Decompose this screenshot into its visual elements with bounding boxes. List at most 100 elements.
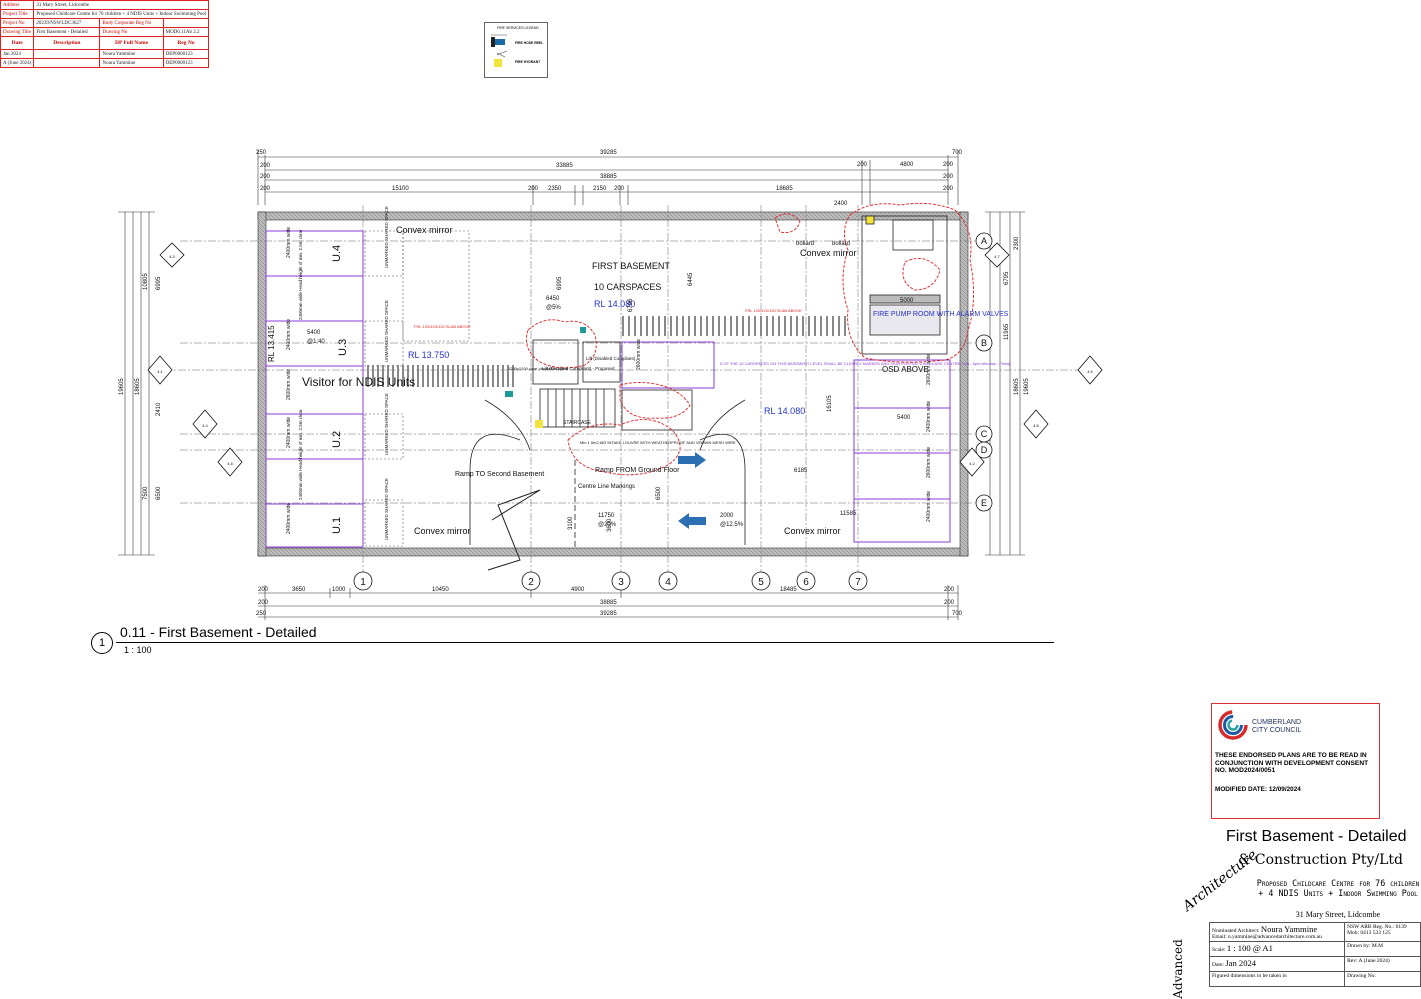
grid-bubbles-rows [975, 232, 993, 512]
fire-hose-reel-icon [580, 327, 586, 333]
parking-bay [265, 230, 364, 277]
section-marker [147, 355, 173, 385]
dim-text: 19605 [119, 378, 125, 395]
side-dimension-lines [118, 211, 1025, 556]
grid-label: 2 [528, 577, 534, 588]
council-name-line: CITY COUNCIL [1252, 727, 1302, 734]
section-marker [959, 447, 985, 477]
grid-label: 6 [803, 577, 809, 588]
dim-text: 200 [260, 174, 271, 180]
bay-width-label: 2600mm wide [286, 369, 292, 400]
drawn-by-cell: Drawn by: M.M [1344, 941, 1421, 957]
council-name: CUMBERLAND CITY COUNCIL [1252, 719, 1301, 735]
scale-value: 1 : 100 @ A1 [1226, 943, 1273, 953]
centre-line-label: Centre Line Markings [578, 484, 635, 490]
dim-text: 7500 [143, 486, 149, 500]
fire-hydrant-icon [865, 215, 875, 225]
bay-width-label: 2400mm wide [926, 491, 932, 522]
unit-label: U.2 [331, 431, 343, 448]
bollard-label: bollard [832, 241, 850, 247]
drawing-no-cell: Drawing No: [1344, 971, 1421, 987]
date-cell: Date: Jan 2024 [1208, 956, 1346, 972]
table-row: A (June 2024) Noura Yammine DEP0000123 [0, 58, 210, 68]
side-dimension-text: 19605 18605 10805 7500 6995 6500 2410 19… [119, 236, 1030, 500]
dim-text: 6500 [656, 486, 662, 500]
grid-row-labels: A B C D E [981, 236, 988, 508]
section-label: 4.1 [157, 369, 163, 374]
dim-text: 200 [944, 600, 955, 606]
arb-reg: NSW ARB Reg. No.: 6139 [1347, 924, 1407, 930]
section-label: 4.2 [969, 461, 975, 466]
dim-text: 18685 [776, 186, 793, 192]
section-marker [217, 447, 243, 477]
grid-label: 7 [855, 577, 861, 588]
grid-label: C [981, 429, 988, 439]
services-room [621, 389, 693, 431]
rl-label: RL 13.750 [408, 350, 449, 360]
dim-text: 200 [528, 186, 539, 192]
dim-text: 700 [952, 611, 963, 617]
basement-walls [257, 211, 969, 557]
legend-label-hydrant: FIRE HYDRANT [515, 60, 541, 64]
view-title: 0.11 - First Basement - Detailed [120, 624, 317, 640]
dim-text: 6995 [557, 276, 563, 290]
dim-text: 4800 [900, 162, 914, 168]
view-scale: 1 : 100 [124, 645, 152, 655]
head-height-label: 2400mm wide Head height of min. 2.5m cle… [298, 229, 303, 320]
parking-bay [853, 452, 951, 500]
fire-hose-reel-icon [505, 391, 513, 397]
direction-arrow-icon [678, 452, 706, 468]
dim-text: 33885 [556, 163, 573, 169]
parking-bay [853, 498, 951, 543]
dim-text: 5000 [900, 298, 914, 304]
section-markers [147, 242, 1103, 477]
fire-hose-reels [505, 327, 586, 397]
cumberland-logo-icon [1218, 710, 1248, 740]
scale-label: Scale: [1212, 947, 1226, 953]
dim-text: 19605 [1024, 378, 1030, 395]
ramp-edge [699, 399, 746, 451]
dim-text: 6796 [628, 298, 634, 312]
staircase-label: STAIRCASE [563, 420, 592, 426]
bay-width-label: 2600mm wide [926, 354, 932, 385]
unit-label: U.3 [337, 339, 349, 356]
dim-text: 11585 [840, 511, 857, 517]
grid-bubble [611, 571, 631, 591]
dim-text: 38885 [600, 174, 617, 180]
dim-text: 11965 [1004, 323, 1010, 340]
section-marker-labels: 4.3 4.1 4.4 4.8 4.7 4.5 4.6 4.2 [157, 254, 1093, 466]
grid-bubble [658, 571, 678, 591]
architect-mobile: Mob: 0413 533 125 [1347, 930, 1391, 936]
dim-text: 2150 [593, 186, 607, 192]
legend-label-hose: FIRE HOSE REEL [515, 41, 544, 45]
direction-arrow-icon [678, 513, 706, 529]
convex-mirror-label: Convex mirror [800, 248, 857, 258]
dim-text: 2400 [834, 201, 848, 207]
shared-space-label: UNMARKED SHARED SPACE [384, 206, 389, 268]
grid-bubble [751, 571, 771, 591]
bay-width-label: 2600mm wide [636, 339, 642, 370]
rl-label: RL 13.415 [267, 325, 276, 362]
grid-bubble [848, 571, 868, 591]
staircase [539, 388, 616, 428]
dim-text: 200 [857, 162, 868, 168]
parking-bay [265, 275, 364, 322]
first-basement-label: FIRST BASEMENT [592, 261, 670, 271]
dim-text: 200 [260, 163, 271, 169]
bottom-dimension-lines [258, 585, 959, 620]
grid-label: 3 [618, 577, 624, 588]
dim-text: 3100 [568, 516, 574, 530]
sheet-title: First Basement - Detailed [1226, 828, 1407, 845]
dim-text: 6445 [688, 272, 694, 286]
grade-text: @1:40 [307, 339, 325, 345]
firm-title-block: & Construction Pty/Ltd Architecture Adva… [1171, 847, 1421, 999]
ramp-edge [484, 399, 531, 451]
head-height-label: 2400mm wide Head height of min. 2.5m cle… [298, 409, 303, 500]
parking-bays-left [265, 230, 364, 548]
section-label: 4.6 [1033, 423, 1039, 428]
entry-reg: DEP0000123 [162, 58, 210, 68]
shared-space [402, 230, 470, 342]
council-stamp: CUMBERLAND CITY COUNCIL THESE ENDORSED P… [1211, 703, 1380, 819]
